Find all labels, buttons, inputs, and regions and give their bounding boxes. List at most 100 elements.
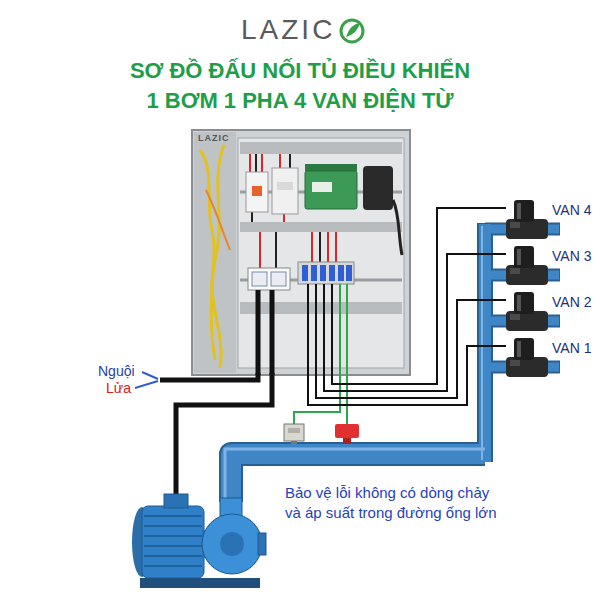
pressure-switch xyxy=(288,428,300,433)
wire-label: Lửa xyxy=(106,380,131,396)
logo-icon xyxy=(341,20,363,42)
logo-icon xyxy=(346,23,360,37)
pipe xyxy=(477,223,493,462)
control-cabinet xyxy=(240,222,402,232)
logo-text: LAZIC xyxy=(241,14,335,46)
control-cabinet xyxy=(312,182,332,192)
control-cabinet xyxy=(283,214,285,222)
control-cabinet xyxy=(251,212,253,222)
note-text: Bảo vệ lỗi không có dòng chảy và áp suất… xyxy=(285,483,503,523)
control-wire xyxy=(308,346,506,405)
control-cabinet xyxy=(277,182,293,190)
pump xyxy=(140,578,260,588)
control-cabinet xyxy=(338,265,344,281)
control-cabinet xyxy=(311,265,317,281)
control-cabinet xyxy=(305,171,357,209)
power-cable xyxy=(135,372,272,494)
sensor-wire xyxy=(294,375,347,424)
control-cabinet xyxy=(305,164,357,171)
solenoid-valve xyxy=(514,292,534,314)
pressure-switch xyxy=(284,424,304,441)
control-cabinet xyxy=(289,154,291,168)
pump xyxy=(258,533,266,555)
control-cabinet xyxy=(240,142,402,154)
control-cabinet xyxy=(270,290,275,375)
pump xyxy=(144,516,202,566)
control-cabinet xyxy=(320,265,326,281)
control-cabinet xyxy=(315,284,317,375)
solenoid-valve xyxy=(517,295,521,311)
valve-label: VAN 2 xyxy=(552,294,591,310)
control-cabinet xyxy=(256,290,261,375)
solenoid-valve xyxy=(510,314,520,320)
solenoid-valve xyxy=(510,268,520,274)
control-cabinet xyxy=(275,232,277,268)
pump xyxy=(202,514,262,574)
control-wire xyxy=(324,254,506,391)
control-cabinet xyxy=(238,138,404,368)
control-cabinet xyxy=(346,265,352,281)
control-cabinet xyxy=(246,172,268,212)
control-cabinet xyxy=(212,145,224,368)
pipe xyxy=(479,224,491,462)
solenoid-valve xyxy=(517,203,521,219)
control-cabinet xyxy=(319,232,321,262)
cabinet-brand: LAZIC xyxy=(198,133,230,144)
control-cabinet xyxy=(329,265,335,281)
logo-icon xyxy=(341,20,363,42)
solenoid-valve xyxy=(510,222,520,228)
control-cabinet xyxy=(279,154,281,168)
wire-label: Nguội xyxy=(98,363,135,379)
valve-box: VAN 3 xyxy=(506,246,596,282)
solenoid-valve xyxy=(506,200,548,377)
pump xyxy=(220,532,244,556)
solenoid-valve xyxy=(517,341,521,357)
control-cabinet xyxy=(248,268,290,290)
control-cabinet xyxy=(200,150,215,360)
valve-label: VAN 4 xyxy=(552,202,591,218)
power-cable xyxy=(142,372,158,379)
valve-box: VAN 2 xyxy=(506,292,596,328)
valve-label: VAN 3 xyxy=(552,248,591,264)
control-cabinet xyxy=(363,166,393,210)
pressure-switch xyxy=(284,424,304,444)
control-cabinet xyxy=(206,190,230,250)
solenoid-valve xyxy=(517,249,521,265)
pump xyxy=(164,494,188,508)
control-cabinet xyxy=(272,168,298,214)
power-cable xyxy=(135,381,158,388)
control-cabinet xyxy=(261,154,263,172)
flow-switch xyxy=(335,424,359,444)
pump xyxy=(132,494,266,588)
power-cable xyxy=(160,373,258,380)
pipe xyxy=(225,223,560,502)
control-cabinet xyxy=(311,232,313,262)
control-cabinet xyxy=(307,284,309,375)
control-cabinet xyxy=(335,232,337,262)
solenoid-valve xyxy=(510,360,520,366)
pump xyxy=(220,498,242,516)
control-cabinet xyxy=(323,284,325,375)
control-wire xyxy=(332,208,506,384)
control-cabinet xyxy=(240,302,402,314)
valve-label: VAN 1 xyxy=(552,340,591,356)
control-cabinet xyxy=(252,272,267,286)
valve-box: VAN 1 xyxy=(506,338,596,374)
control-cabinet-box: LAZIC xyxy=(192,130,410,375)
pump xyxy=(142,506,204,578)
control-cabinet xyxy=(327,232,329,262)
control-cabinet xyxy=(259,232,261,268)
valve-box: VAN 4 xyxy=(506,200,596,236)
control-cabinet xyxy=(298,262,354,284)
solenoid-valve xyxy=(514,338,534,360)
control-cabinet xyxy=(393,200,402,255)
control-cabinet xyxy=(331,284,333,375)
solenoid-valve xyxy=(514,246,534,268)
control-cabinet xyxy=(249,154,251,172)
control-cabinet xyxy=(192,130,410,375)
control-cabinet xyxy=(255,154,257,172)
flow-switch xyxy=(335,424,359,438)
control-cabinet xyxy=(346,284,348,375)
control-wire xyxy=(316,300,506,398)
